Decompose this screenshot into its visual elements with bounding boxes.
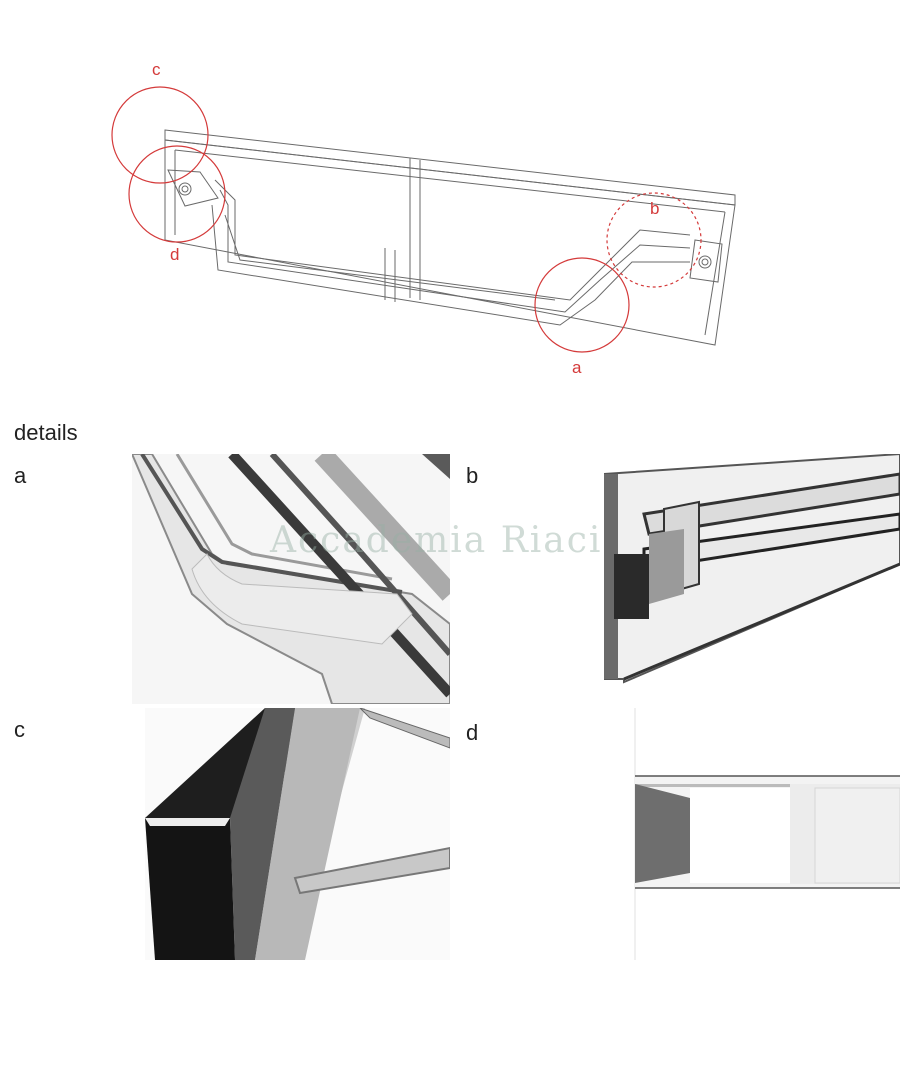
detail-label-c: c bbox=[14, 717, 25, 742]
plate-front-face bbox=[164, 139, 736, 346]
callout-circle-a bbox=[534, 257, 630, 353]
right-screw bbox=[698, 255, 712, 269]
callout-label-c: c bbox=[152, 60, 161, 79]
left-screw bbox=[178, 182, 192, 196]
callout-label-b: b bbox=[650, 199, 660, 218]
detail-image-a bbox=[132, 454, 450, 704]
details-heading: details bbox=[14, 420, 78, 445]
detail-label-d: d bbox=[466, 720, 479, 745]
callout-circle-d bbox=[128, 145, 226, 243]
detail-label-a: a bbox=[14, 463, 27, 488]
left-mount bbox=[167, 169, 219, 207]
callout-circle-c bbox=[111, 86, 209, 184]
detail-image-d bbox=[630, 708, 900, 960]
callout-label-a: a bbox=[572, 358, 582, 377]
detail-image-b bbox=[604, 454, 900, 684]
detail-image-c bbox=[145, 708, 450, 960]
right-mount bbox=[689, 239, 723, 283]
callout-circle-b bbox=[606, 192, 702, 288]
handle-overview-drawing: c d b a bbox=[0, 0, 900, 400]
detail-label-b: b bbox=[466, 463, 479, 488]
callout-label-d: d bbox=[170, 245, 180, 264]
handle-bar-outline bbox=[214, 179, 691, 301]
handle-wireframe-svg bbox=[111, 86, 736, 353]
